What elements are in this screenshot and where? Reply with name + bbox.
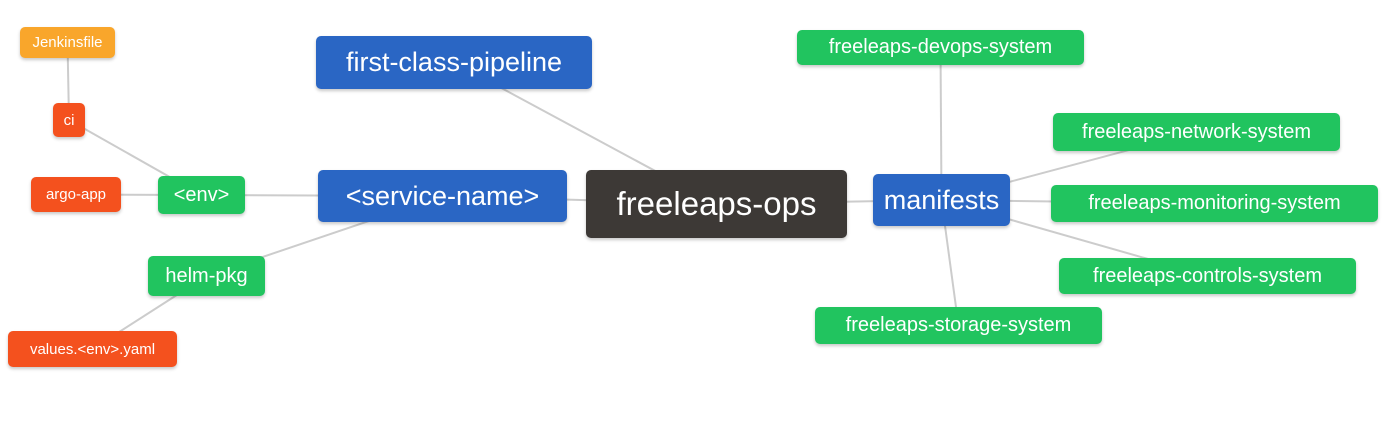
node-freeleaps-controls-system[interactable]: freeleaps-controls-system bbox=[1059, 258, 1356, 294]
node-label: Jenkinsfile bbox=[32, 34, 103, 51]
node-freeleaps-network-system[interactable]: freeleaps-network-system bbox=[1053, 113, 1340, 151]
node-label: freeleaps-network-system bbox=[1082, 120, 1311, 143]
node-label: freeleaps-controls-system bbox=[1093, 264, 1322, 287]
node-values-env-yaml[interactable]: values.<env>.yaml bbox=[8, 331, 177, 367]
node-label: freeleaps-storage-system bbox=[845, 314, 1072, 336]
node-label: first-class-pipeline bbox=[345, 47, 563, 77]
node-first-class-pipeline[interactable]: first-class-pipeline bbox=[316, 36, 592, 89]
node-freeleaps-devops-system[interactable]: freeleaps-devops-system bbox=[797, 30, 1084, 65]
node-manifests[interactable]: manifests bbox=[873, 174, 1010, 226]
node-freeleaps-storage-system[interactable]: freeleaps-storage-system bbox=[815, 307, 1102, 344]
node-label: helm-pkg bbox=[165, 264, 248, 287]
node-freeleaps-monitoring-system[interactable]: freeleaps-monitoring-system bbox=[1051, 185, 1378, 222]
node-label: <env> bbox=[173, 183, 230, 206]
node-label: freeleaps-monitoring-system bbox=[1088, 192, 1341, 214]
node-label: freeleaps-devops-system bbox=[828, 36, 1053, 58]
node-label: manifests bbox=[883, 184, 1000, 215]
node-label: freeleaps-ops bbox=[616, 185, 817, 222]
node-jenkinsfile[interactable]: Jenkinsfile bbox=[20, 27, 115, 58]
node-helm-pkg[interactable]: helm-pkg bbox=[148, 256, 265, 296]
node-env[interactable]: <env> bbox=[158, 176, 245, 214]
node-service-name[interactable]: <service-name> bbox=[318, 170, 567, 222]
node-ci[interactable]: ci bbox=[53, 103, 85, 137]
node-argo-app[interactable]: argo-app bbox=[31, 177, 121, 212]
node-freeleaps-ops[interactable]: freeleaps-ops bbox=[586, 170, 847, 238]
node-label: argo-app bbox=[45, 186, 107, 203]
node-label: values.<env>.yaml bbox=[29, 340, 156, 358]
node-label: <service-name> bbox=[345, 180, 540, 211]
node-label: ci bbox=[63, 111, 75, 129]
